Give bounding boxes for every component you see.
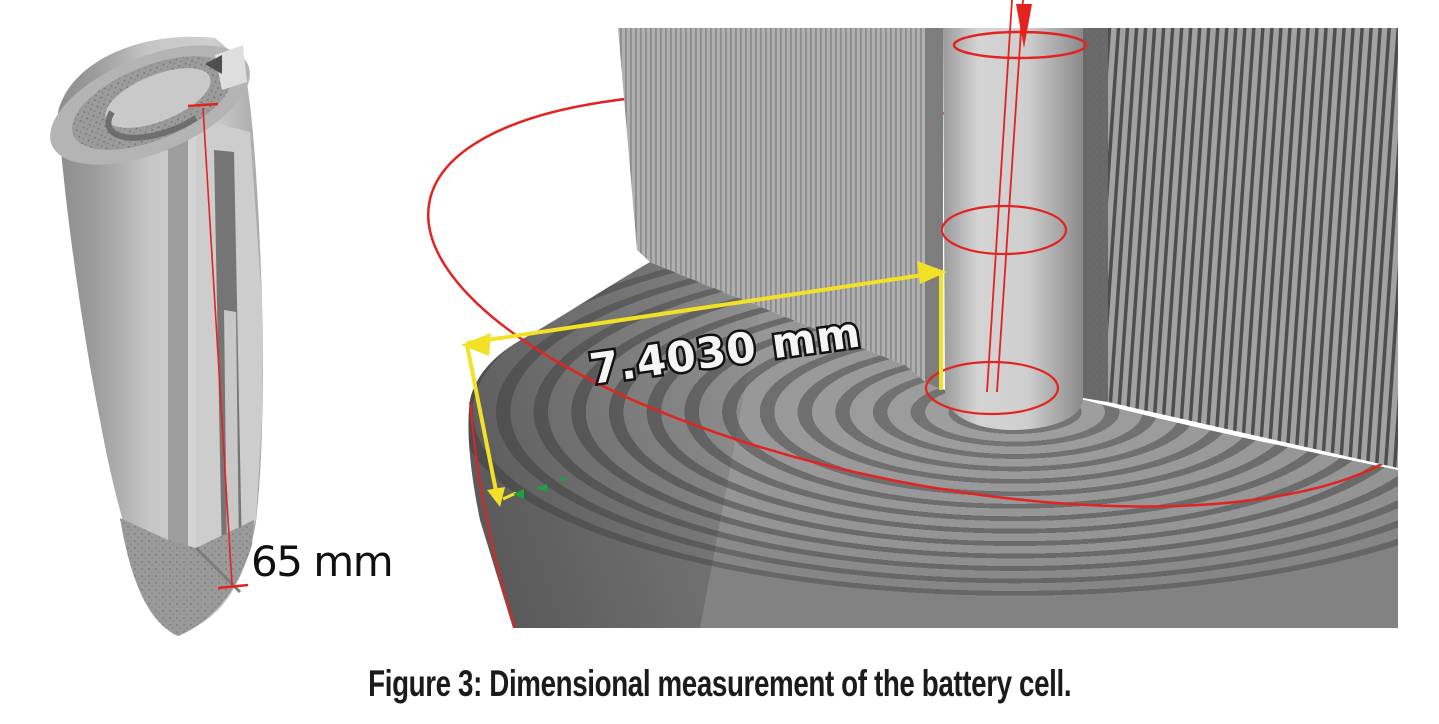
height-measurement-line <box>187 102 249 590</box>
cap-crescent-slot <box>105 110 198 141</box>
electrode-stack-left <box>618 28 925 382</box>
axis-arrowhead-icon <box>1016 4 1032 48</box>
can-wall-highlight <box>188 130 196 562</box>
cap-cut-slit <box>215 45 247 90</box>
battery-ct-figure: 7.4030 mm 65 mm <box>50 0 1398 636</box>
arrowhead-right-icon <box>917 261 947 284</box>
radius-extension-outer <box>465 344 499 497</box>
core-axis-annotation <box>924 0 1088 416</box>
core-axis-line-1 <box>986 0 1013 393</box>
radius-measurement <box>465 270 944 501</box>
core-pin <box>943 28 1083 430</box>
green-mark-icon-3 <box>560 478 566 481</box>
figure-caption: Figure 3: Dimensional measurement of the… <box>0 663 1439 705</box>
core-circle-mid <box>940 204 1068 256</box>
stack-core-gap <box>925 28 943 390</box>
radius-line <box>466 270 944 345</box>
core-axis-line-2 <box>996 0 1024 393</box>
left-panel-battery-cutaway <box>50 36 263 636</box>
cap-center-plateau <box>105 68 211 128</box>
cap-vent-wedge <box>205 55 222 74</box>
can-wall-cross-section <box>168 135 188 560</box>
center-pin <box>224 310 239 555</box>
face-edge-highlight <box>469 401 516 628</box>
figure-caption-text: Figure 3: Dimensional measurement of the… <box>368 663 1071 704</box>
battery-cap <box>50 45 250 165</box>
green-mark-icon-2 <box>536 484 547 492</box>
green-mark-icon-1 <box>513 489 524 499</box>
right-panel-jelly-roll: 7.4030 mm <box>426 0 1398 628</box>
core-circle-base <box>924 360 1060 416</box>
separator-band-texture <box>1083 28 1108 402</box>
radius-measurement-arrowheads <box>461 261 947 507</box>
arrowhead-down-icon <box>487 487 505 507</box>
battery-bottom-texture <box>120 518 254 636</box>
electrode-stack-right <box>1108 28 1398 468</box>
core-axis-arrow <box>1016 4 1032 48</box>
height-measurement-label: 65 mm <box>251 537 392 586</box>
registration-marks <box>513 478 566 499</box>
arrowhead-left-icon <box>461 333 491 356</box>
